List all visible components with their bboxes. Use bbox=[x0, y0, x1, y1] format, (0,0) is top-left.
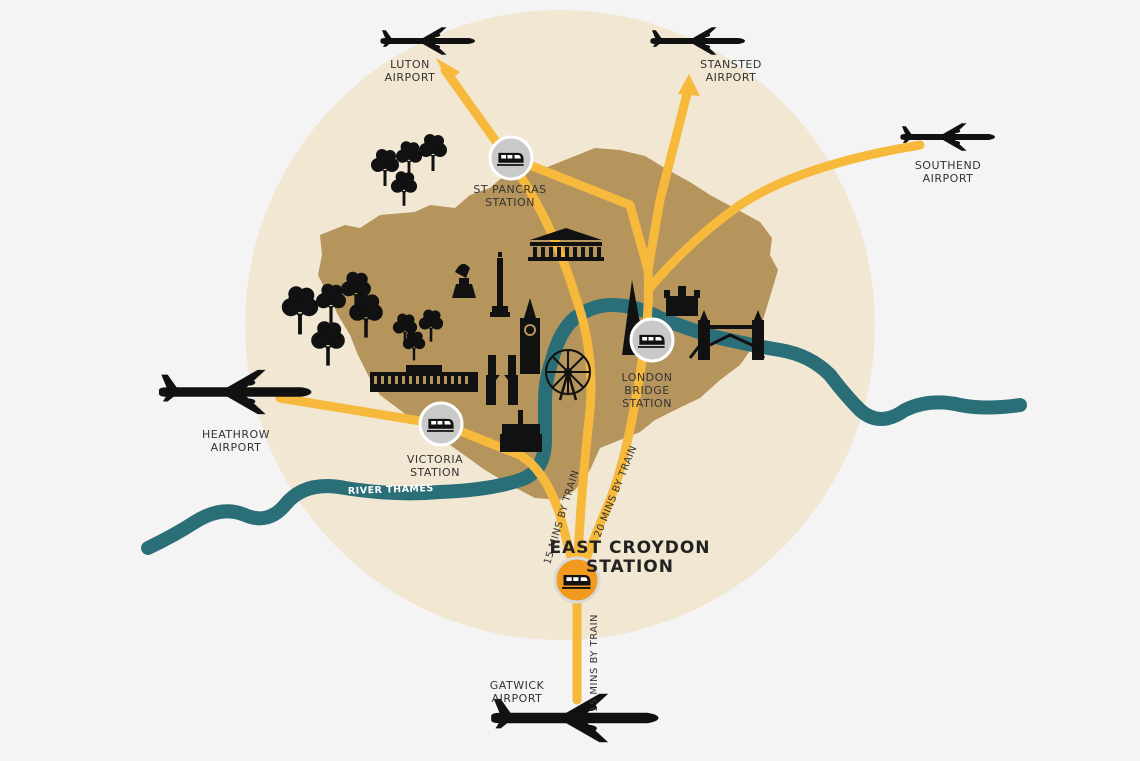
st-pancras-label-2: STATION bbox=[485, 196, 535, 209]
tower-bridge-icon bbox=[688, 310, 766, 360]
arrow-stansted bbox=[678, 74, 700, 96]
heathrow-label-1: HEATHROW bbox=[202, 428, 270, 441]
station-labels: ST PANCRAS STATION LONDON BRIDGE STATION… bbox=[407, 183, 710, 577]
river-label: RIVER THAMES bbox=[348, 483, 434, 497]
southend-label-1: SOUTHEND bbox=[915, 159, 981, 172]
luton-label-1: LUTON bbox=[390, 58, 430, 71]
heathrow-label-2: AIRPORT bbox=[211, 441, 262, 454]
east-croydon-label-1: EAST CROYDON bbox=[549, 538, 710, 558]
london-bridge-label-2: BRIDGE bbox=[624, 384, 669, 397]
station-london-bridge[interactable] bbox=[629, 317, 675, 363]
southend-label-2: AIRPORT bbox=[923, 172, 974, 185]
victoria-label-2: STATION bbox=[410, 466, 460, 479]
route-croydon-stpancras bbox=[440, 65, 596, 585]
british-museum-icon bbox=[528, 228, 604, 261]
victoria-label-1: VICTORIA bbox=[407, 453, 463, 466]
st-pancras-label-1: ST PANCRAS bbox=[473, 183, 546, 196]
gatwick-label-1: GATWICK bbox=[490, 679, 545, 692]
rail-routes bbox=[275, 65, 925, 705]
battersea-icon bbox=[500, 410, 542, 452]
route-croydon-victoria bbox=[275, 393, 582, 585]
station-st-pancras[interactable] bbox=[488, 135, 534, 181]
london-bridge-label-1: LONDON bbox=[622, 371, 673, 384]
east-croydon-label-2: STATION bbox=[586, 557, 674, 577]
airport-labels: LUTON AIRPORT STANSTED AIRPORT SOUTHEND … bbox=[202, 58, 981, 705]
station-east-croydon[interactable] bbox=[553, 556, 601, 604]
westminster-abbey-icon bbox=[486, 355, 518, 405]
time-note-gatwick: 15 MINS BY TRAIN bbox=[589, 614, 600, 712]
arrow-luton bbox=[436, 58, 460, 82]
stansted-label-1: STANSTED bbox=[700, 58, 762, 71]
station-victoria[interactable] bbox=[418, 401, 464, 447]
route-londonbridge-southend bbox=[643, 140, 925, 295]
luton-label-2: AIRPORT bbox=[385, 71, 436, 84]
london-eye-icon bbox=[545, 349, 591, 401]
big-ben-icon bbox=[520, 298, 540, 374]
landmarks bbox=[370, 228, 766, 452]
gatwick-label-2: AIRPORT bbox=[492, 692, 543, 705]
wellington-arch-icon bbox=[452, 263, 476, 298]
river-thames bbox=[141, 298, 1027, 555]
nelsons-column-icon bbox=[490, 252, 510, 317]
london-bridge-label-3: STATION bbox=[622, 397, 672, 410]
stansted-label-2: AIRPORT bbox=[706, 71, 757, 84]
route-londonbridge-stansted bbox=[643, 85, 693, 275]
tower-of-london-icon bbox=[664, 286, 700, 316]
buckingham-palace-icon bbox=[370, 365, 478, 392]
